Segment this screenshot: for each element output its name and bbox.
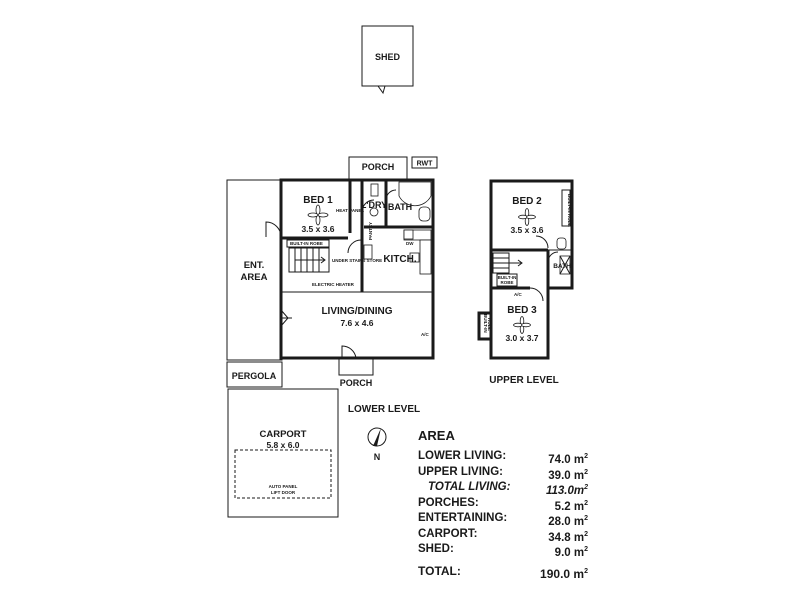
ac-lower-label: A/C — [421, 332, 430, 337]
rwt-tank — [411, 156, 438, 169]
built-in-robe-bed3-label-1: BUILT-IN — [483, 314, 488, 333]
built-in-robe-lower-label: BUILT-IN ROBE — [290, 241, 323, 246]
area-row-value: 34.8 m2 — [548, 530, 588, 544]
area-row-label: LOWER LIVING: — [418, 450, 507, 462]
carport-label: CARPORT — [260, 429, 307, 440]
area-row: CARPORT: 34.8 m2 — [418, 527, 588, 544]
ent-area-label-1: ENT. — [244, 260, 265, 271]
area-total-row: TOTAL: 190.0 m2 — [418, 563, 588, 581]
heat-panel-label: HEAT PANEL — [336, 208, 364, 213]
built-in-robe-upper-label-1: BUILT-IN — [498, 275, 517, 280]
toilet-lower — [418, 206, 431, 222]
north-label: N — [374, 452, 381, 462]
area-row-value: 28.0 m2 — [548, 515, 588, 528]
area-row: LOWER LIVING: 74.0 m2 — [418, 449, 588, 466]
area-row: TOTAL LIVING: 113.0m2 — [418, 480, 588, 497]
porch-bottom-label: PORCH — [340, 378, 373, 388]
bed3-label: BED 3 — [507, 305, 537, 316]
shed: SHED — [361, 25, 414, 95]
area-rows: LOWER LIVING: 74.0 m2 UPPER LIVING: 39.0 m2… — [418, 449, 588, 559]
ceiling-fan-icon — [307, 204, 329, 226]
area-row-value: 5.2 m2 — [554, 499, 588, 513]
auto-panel-label-1: AUTO PANEL — [269, 484, 298, 489]
electric-heater-label: ELECTRIC HEATER — [312, 282, 355, 287]
porch-top-label: PORCH — [362, 162, 395, 172]
bed1-dims: 3.5 x 3.6 — [301, 224, 334, 234]
area-row-label: UPPER LIVING: — [418, 465, 503, 478]
lower-level-plan: ENT. AREA PORCH RWT — [226, 156, 438, 415]
area-row-label: CARPORT: — [418, 527, 478, 540]
porch-bottom — [338, 357, 374, 376]
built-in-robe-bed3-label-2: ROBE — [487, 318, 492, 331]
area-row-value: 9.0 m2 — [554, 546, 588, 559]
area-row-value: 74.0 m2 — [548, 453, 588, 466]
ent-area-label-2: AREA — [241, 272, 268, 283]
area-row-label: PORCHES: — [418, 496, 479, 509]
area-table: AREA LOWER LIVING: 74.0 m2 UPPER LIVING: 39… — [418, 428, 588, 581]
bed2-label: BED 2 — [512, 196, 542, 207]
bath-lower-label: BATH — [388, 202, 412, 212]
area-total-label: TOTAL: — [418, 563, 461, 578]
bed3-dims: 3.0 x 3.7 — [505, 333, 538, 343]
area-row-label: ENTERTAINING: — [418, 512, 508, 524]
built-in-robe-upper-label-2: ROBE — [500, 280, 513, 285]
ac-upper-label: A/C — [514, 292, 523, 297]
stairs-upper — [492, 252, 523, 274]
upper-level-label: UPPER LEVEL — [489, 375, 558, 386]
living-dims: 7.6 x 4.6 — [340, 318, 373, 328]
bath-upper-label: BATH — [553, 263, 571, 270]
auto-panel-label-2: LIFT DOOR — [271, 490, 296, 495]
area-row: SHED: 9.0 m2 — [418, 542, 588, 559]
toilet-upper — [556, 237, 567, 250]
area-row-value: 39.0 m2 — [548, 468, 588, 482]
ceiling-fan-icon — [513, 316, 531, 334]
area-row: PORCHES: 5.2 m2 — [418, 496, 588, 513]
pergola-label: PERGOLA — [232, 371, 277, 381]
area-total-value: 190.0 m2 — [540, 566, 588, 581]
area-row-label: TOTAL LIVING: — [428, 481, 511, 493]
rwt-label: RWT — [417, 161, 434, 168]
area-row-label: SHED: — [418, 543, 454, 555]
carport-dims: 5.8 x 6.0 — [266, 440, 299, 450]
bed1-label: BED 1 — [303, 195, 333, 206]
carport: CARPORT 5.8 x 6.0 AUTO PANEL LIFT DOOR — [227, 388, 339, 518]
bed2-dims: 3.5 x 3.6 — [510, 225, 543, 235]
lower-level-label: LOWER LEVEL — [348, 404, 420, 415]
area-row-value: 113.0m2 — [545, 484, 588, 497]
pergola — [226, 361, 283, 388]
living-label: LIVING/DINING — [321, 306, 392, 317]
under-stairs-store-label: UNDER STAIRS STORE — [332, 258, 382, 263]
kitch-label: KITCH. — [383, 254, 417, 265]
area-title: AREA — [418, 428, 455, 443]
pantry-label: PANTRY — [368, 222, 373, 240]
built-in-robe-bed2-label: BUILT-IN ROBE — [567, 194, 572, 227]
north-arrow-icon: N — [367, 427, 387, 462]
dw-label: DW — [406, 241, 414, 246]
ldry-label: L'DRY — [361, 200, 387, 210]
upper-level-plan: BUILT-IN ROBE BUILT-IN ROBE A/C BUILT-IN… — [477, 179, 574, 386]
ceiling-fan-icon — [518, 208, 536, 226]
bath-tub-lower — [398, 181, 432, 207]
stairs-lower — [288, 247, 330, 273]
area-row: ENTERTAINING: 28.0 m2 — [418, 511, 588, 528]
area-row: UPPER LIVING: 39.0 m2 — [418, 465, 588, 482]
shed-label: SHED — [375, 52, 401, 62]
